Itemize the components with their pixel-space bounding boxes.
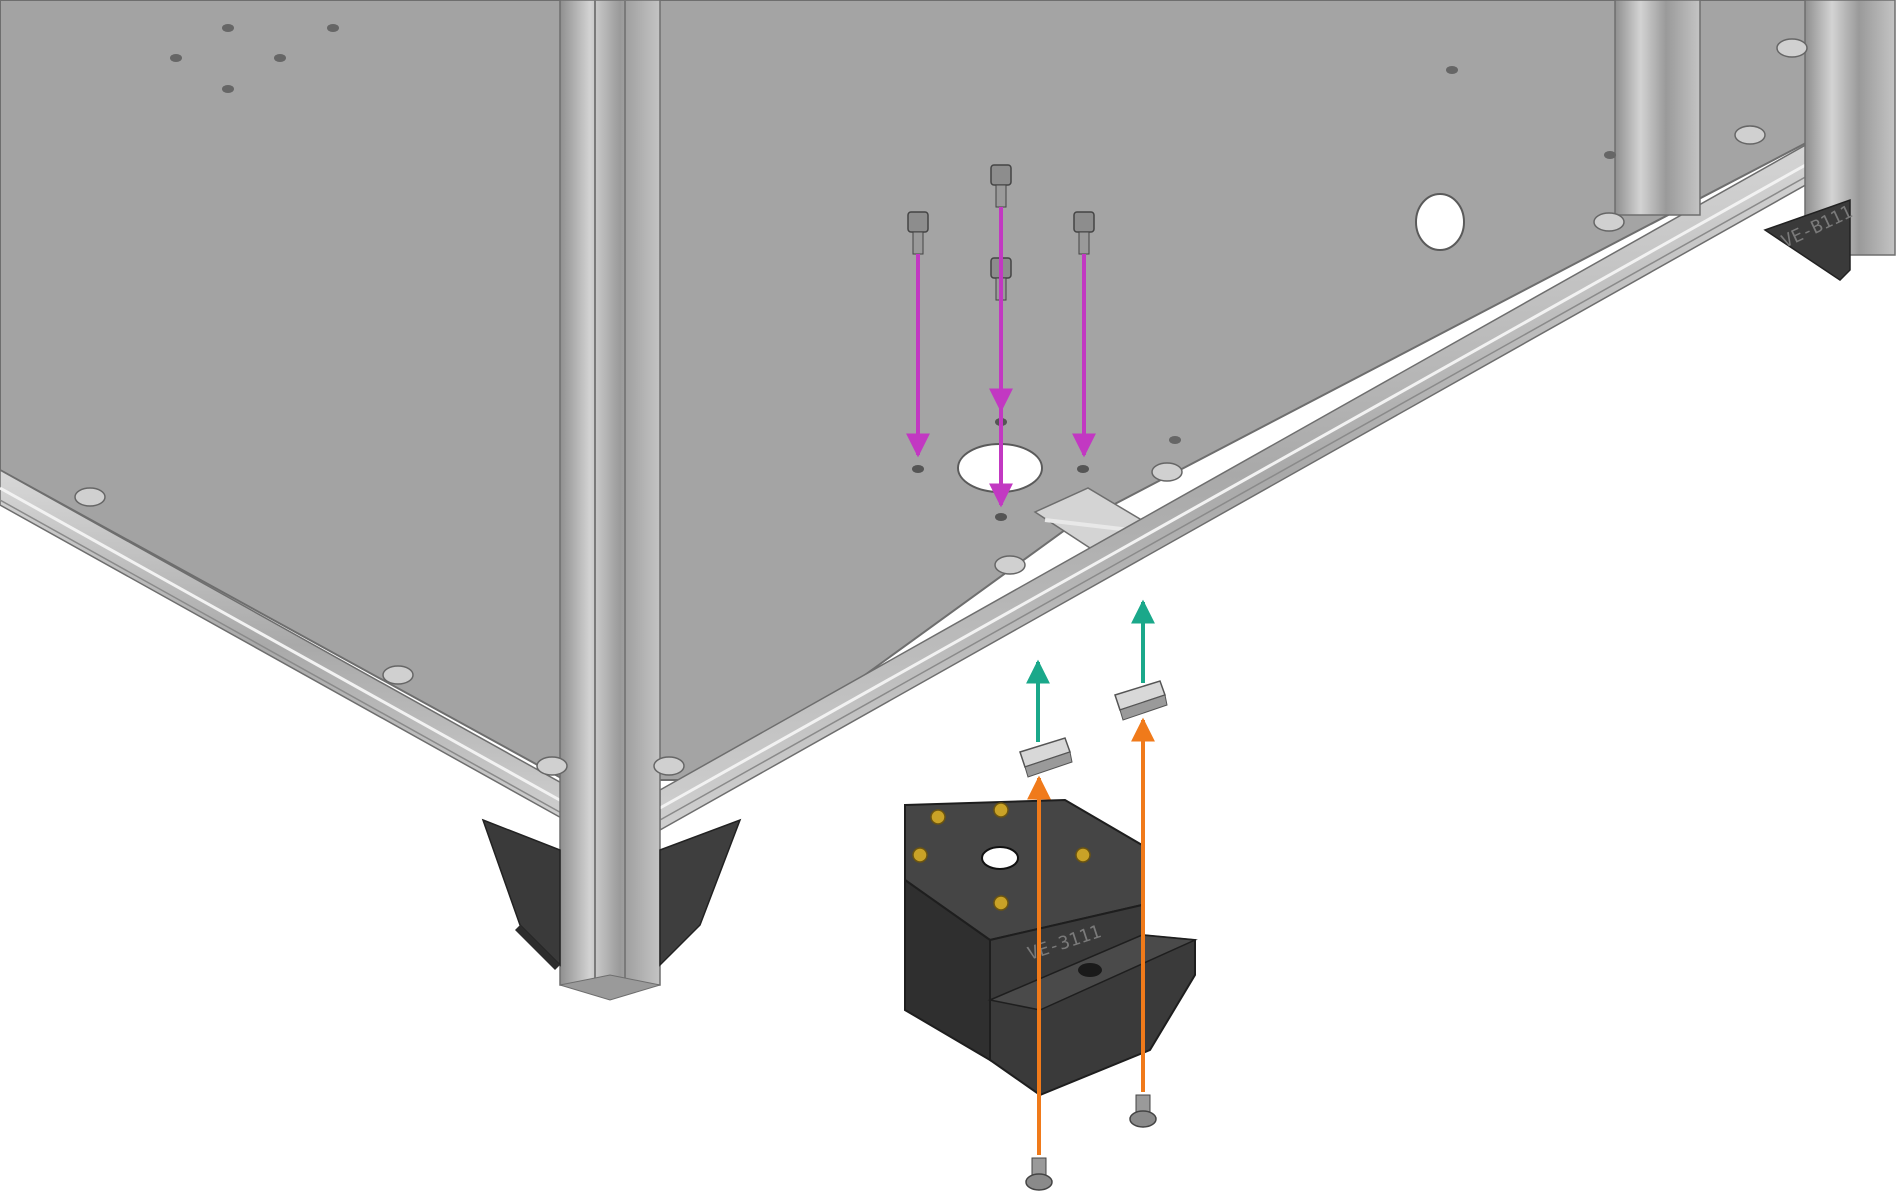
button-head-screw: [382, 665, 414, 685]
screw-hole: [170, 54, 182, 62]
corner-foot-right: [659, 818, 742, 967]
mount-block: VE-3111: [904, 798, 1198, 1097]
t-nuts: [1019, 680, 1168, 778]
button-head-screw-bottom: [1025, 1157, 1053, 1191]
button-head-screw: [994, 555, 1026, 575]
screw-hole: [222, 24, 234, 32]
arrows-bottom-screws: [1027, 717, 1155, 1155]
socket-head-screw: [907, 211, 929, 255]
screw-hole: [274, 54, 286, 62]
button-head-screw: [1593, 212, 1625, 232]
button-head-screw: [1734, 125, 1766, 145]
socket-head-screw: [1073, 211, 1095, 255]
heat-insert: [930, 809, 946, 825]
button-head-screw: [1776, 38, 1808, 58]
corner-post: [559, 0, 661, 1001]
socket-head-screw: [990, 164, 1012, 208]
notch-rib: [1044, 518, 1131, 532]
heat-insert: [1075, 847, 1091, 863]
arrows-tnuts: [1026, 599, 1155, 742]
button-head-screw: [653, 756, 685, 776]
extrusion-left-rail: [0, 469, 566, 822]
heat-insert: [912, 847, 928, 863]
screw-hole: [1604, 151, 1616, 159]
panel-button-heads: [74, 38, 1808, 776]
button-head-screw-bottom: [1129, 1094, 1157, 1128]
cable-hole-rear: [1415, 193, 1465, 251]
mount-step-hole: [1078, 963, 1102, 977]
screw-hole: [1446, 66, 1458, 74]
heat-insert: [993, 802, 1009, 818]
bottom-screws: [1025, 1094, 1157, 1191]
arrows-top-screws: [906, 207, 1096, 508]
mount-center-hole: [981, 846, 1019, 870]
t-nut: [1114, 680, 1168, 721]
t-nut: [1019, 737, 1073, 778]
button-head-screw: [536, 756, 568, 776]
button-head-screw: [1151, 462, 1183, 482]
corner-foot-left: [481, 818, 561, 970]
screw-hole: [327, 24, 339, 32]
screw-hole: [1169, 436, 1181, 444]
screw-hole: [912, 465, 924, 473]
button-head-screw: [74, 487, 106, 507]
screw-hole: [222, 85, 234, 93]
heat-insert: [993, 895, 1009, 911]
screw-hole: [995, 513, 1007, 521]
screw-hole: [1077, 465, 1089, 473]
